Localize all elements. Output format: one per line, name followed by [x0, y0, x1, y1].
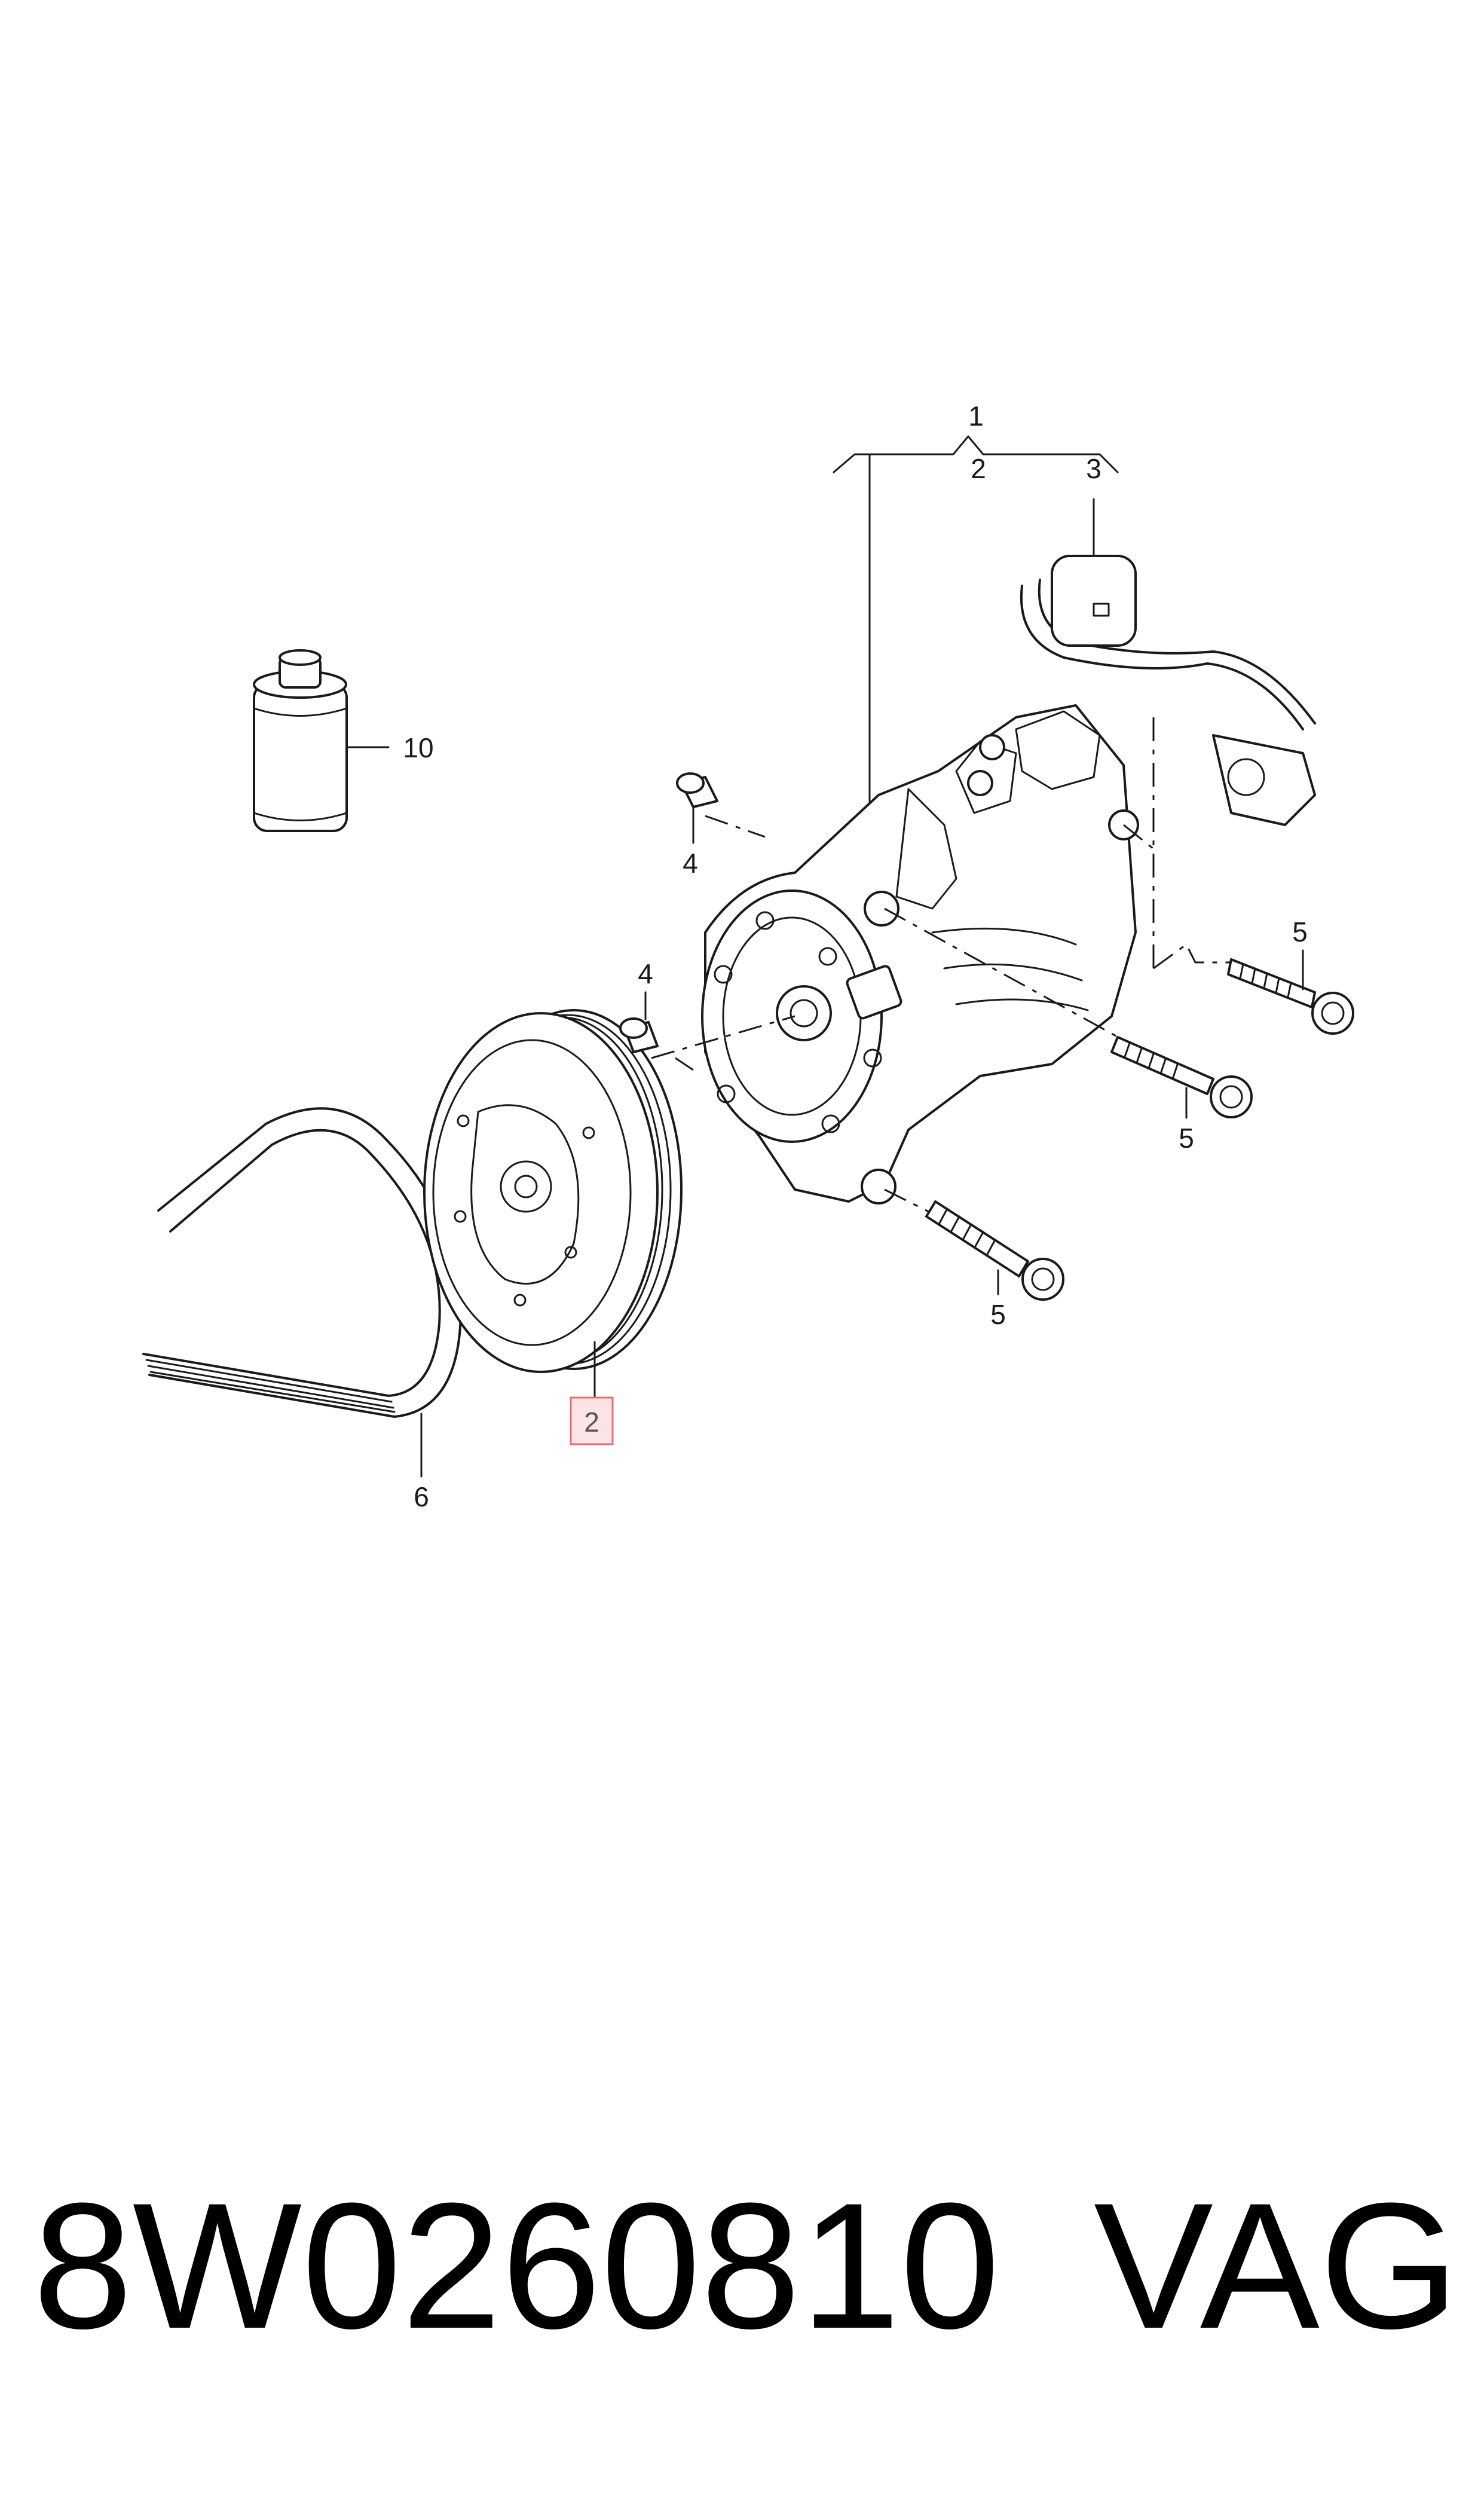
- brand-name: VAG: [1094, 2165, 1459, 2366]
- callout-10: 10: [403, 732, 433, 763]
- pulley: [423, 1009, 683, 1400]
- callout-4-upper: 4: [683, 848, 698, 879]
- callout-4-lower: 4: [638, 958, 653, 989]
- callout-5-right: 5: [1292, 916, 1308, 947]
- callout-2-highlight-label: 2: [584, 1407, 599, 1438]
- callout-3: 3: [1086, 453, 1101, 484]
- callout-2-highlight[interactable]: 2: [570, 1396, 614, 1445]
- callout-2-highlight-box: [570, 1396, 614, 1445]
- callout-5-lower: 5: [990, 1299, 1006, 1330]
- sleeve-lower: [619, 991, 659, 1053]
- callout-1: 1: [968, 401, 984, 432]
- callout-2-top: 2: [971, 453, 986, 484]
- assembly-lines: [651, 717, 1237, 1227]
- pressure-sensor-harness: [1020, 555, 1316, 826]
- sleeve-upper: [676, 772, 718, 844]
- bolt-middle: [1110, 1036, 1253, 1119]
- bolt-lower: [925, 1200, 1064, 1301]
- ribbed-belt: [142, 1107, 462, 1478]
- callout-6: 6: [414, 1481, 429, 1512]
- callout-5-middle: 5: [1179, 1123, 1194, 1154]
- bolt-right: [1227, 949, 1354, 1035]
- oil-bottle: [253, 649, 390, 832]
- part-number: 8W0260810: [33, 2165, 1000, 2366]
- ac-compressor: [701, 704, 1139, 1204]
